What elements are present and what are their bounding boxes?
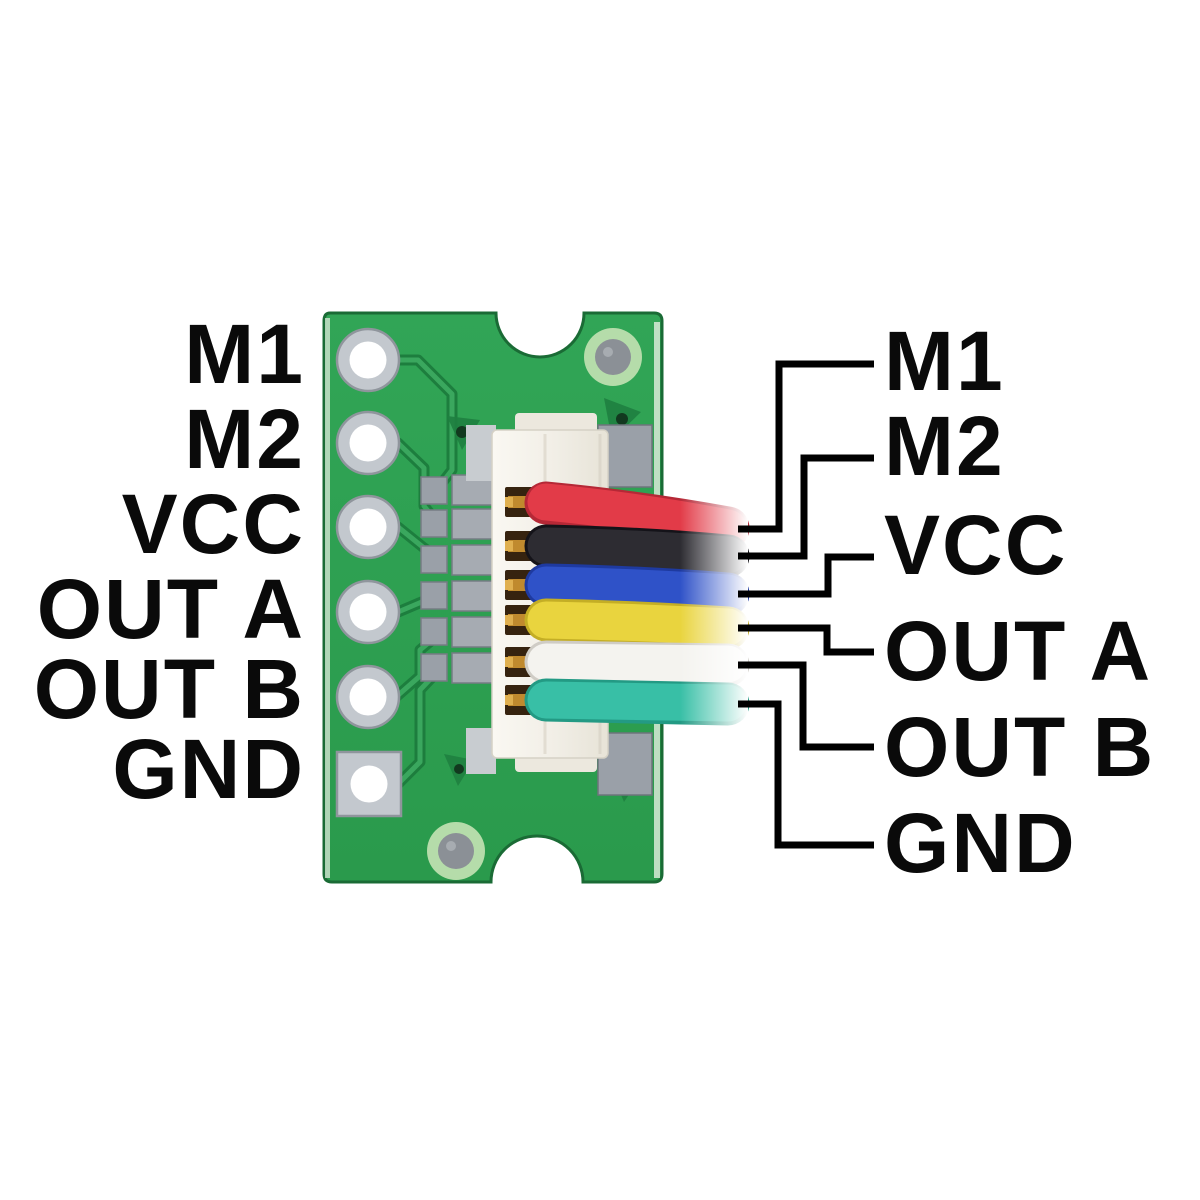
through-holes: [335, 327, 403, 818]
leader-lines: [738, 360, 874, 849]
pin-label-left-out-b: OUT B: [34, 642, 305, 736]
pin-label-right-out-b: OUT B: [884, 700, 1155, 794]
mount-hole-bottom: [427, 822, 485, 880]
pin-label-right-gnd: GND: [884, 796, 1077, 890]
hole-m2: [335, 410, 401, 476]
pin-label-left-gnd: GND: [112, 722, 305, 816]
board-left-edge-highlight: [325, 318, 330, 878]
leader-line-gnd: [738, 700, 874, 849]
hole-out-a: [335, 579, 401, 645]
pin-label-left-out-a: OUT A: [37, 562, 305, 656]
pin-label-right-m2: M2: [884, 399, 1005, 493]
leader-line-vcc: [738, 553, 874, 598]
wire-end-fade: [680, 468, 748, 740]
left-pin-labels: M1 M2 VCC OUT A OUT B GND: [34, 307, 305, 816]
pin-label-right-m1: M1: [884, 314, 1005, 408]
hole-vcc: [335, 494, 401, 560]
hole-m1: [335, 327, 401, 393]
leader-line-out-b: [738, 661, 874, 751]
cable-wires: [524, 468, 750, 740]
connector-solder-top-left: [466, 425, 496, 481]
leader-line-out-a: [738, 624, 874, 656]
pin-label-left-m2: M2: [184, 392, 305, 486]
right-pin-labels: M1 M2 VCC OUT A OUT B GND: [884, 314, 1155, 890]
leader-line-m2: [738, 454, 874, 560]
leader-line-m1: [738, 360, 874, 533]
pin-label-left-m1: M1: [184, 307, 305, 401]
connector-solder-bottom-left: [466, 728, 496, 774]
mount-hole-top-right: [584, 328, 642, 386]
pin-label-right-vcc: VCC: [884, 498, 1067, 592]
hole-gnd-square-pad: [335, 750, 403, 818]
hole-out-b: [335, 664, 401, 730]
pin-label-right-out-a: OUT A: [884, 604, 1152, 698]
pin-label-left-vcc: VCC: [122, 477, 305, 571]
